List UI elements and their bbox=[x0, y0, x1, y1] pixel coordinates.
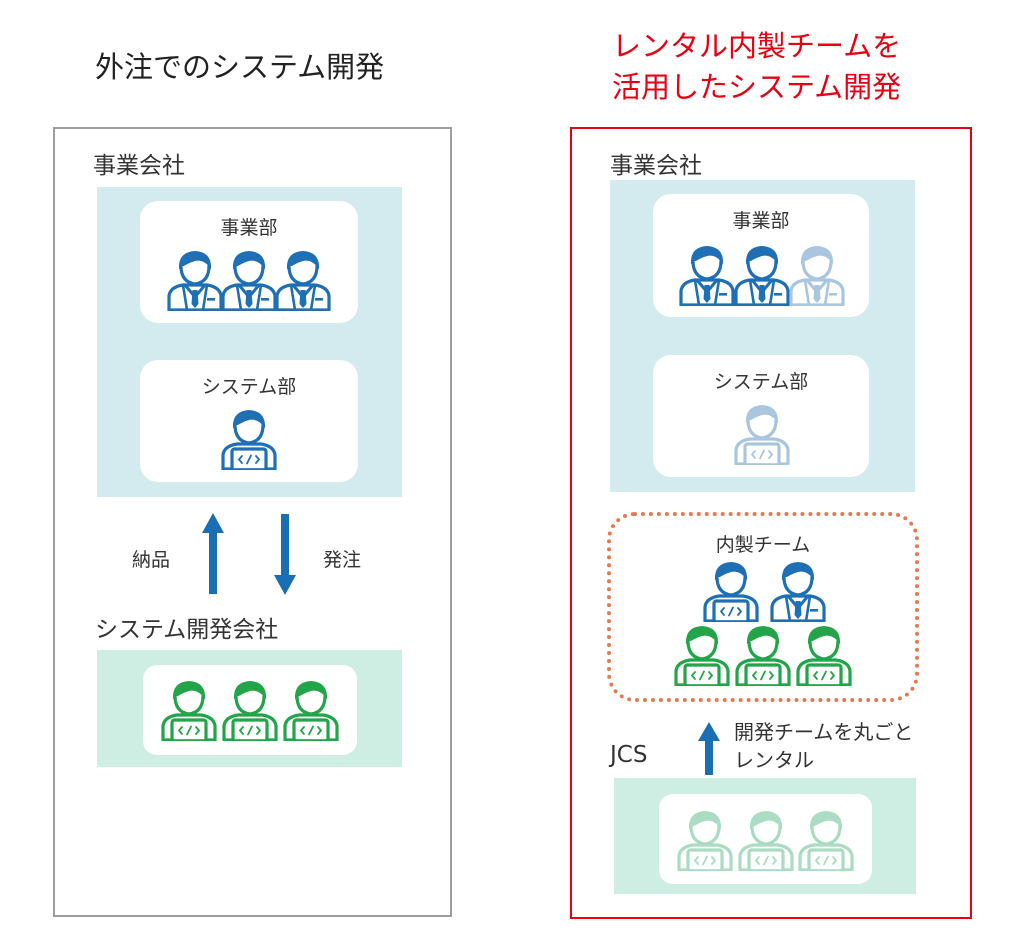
developer-icon bbox=[221, 408, 277, 470]
right-client-company-label: 事業会社 bbox=[610, 153, 702, 179]
developer-icon bbox=[161, 679, 217, 741]
developer-icon bbox=[283, 679, 339, 741]
developer-icon bbox=[222, 679, 278, 741]
developer-faded-icon bbox=[734, 403, 790, 465]
right-business-dept-card: 事業部 bbox=[653, 194, 869, 317]
right-client-company-panel: 事業部 システム部 bbox=[610, 180, 915, 492]
developer-icon bbox=[735, 624, 791, 686]
inhouse-team-label: 内製チーム bbox=[715, 534, 811, 556]
jcs-panel bbox=[614, 778, 916, 894]
right-title-line2: 活用したシステム開発 bbox=[612, 70, 902, 104]
businessman-icon bbox=[734, 244, 790, 306]
left-business-dept-card: 事業部 bbox=[140, 201, 358, 323]
left-vendor-company-label: システム開発会社 bbox=[95, 617, 279, 643]
developer-faded-icon bbox=[738, 809, 794, 871]
left-title: 外注でのシステム開発 bbox=[95, 50, 385, 84]
developer-faded-icon bbox=[677, 809, 733, 871]
delivery-label: 納品 bbox=[132, 549, 171, 571]
rental-label-line2: レンタル bbox=[734, 748, 814, 772]
left-client-company-label: 事業会社 bbox=[93, 153, 185, 179]
left-vendor-team-card bbox=[143, 665, 357, 755]
left-business-dept-label: 事業部 bbox=[220, 217, 278, 239]
rental-arrow-up-icon bbox=[698, 722, 720, 775]
developer-icon bbox=[703, 560, 759, 622]
right-title: レンタル内製チームを 活用したシステム開発 bbox=[612, 26, 901, 108]
businessman-icon bbox=[770, 560, 826, 622]
businessman-icon bbox=[275, 249, 331, 311]
left-system-dept-card: システム部 bbox=[140, 360, 358, 482]
right-frame bbox=[570, 127, 972, 919]
left-vendor-company-panel bbox=[97, 650, 402, 767]
right-system-dept-label: システム部 bbox=[713, 371, 809, 393]
delivery-arrow-up-icon bbox=[202, 513, 224, 594]
left-system-dept-label: システム部 bbox=[201, 376, 297, 398]
right-title-line1: レンタル内製チームを bbox=[612, 29, 902, 63]
jcs-label: JCS bbox=[610, 742, 648, 768]
developer-faded-icon bbox=[798, 809, 854, 871]
right-system-dept-card: システム部 bbox=[653, 355, 869, 477]
developer-icon bbox=[674, 624, 730, 686]
order-arrow-down-icon bbox=[274, 514, 296, 595]
inhouse-team-box: 内製チーム bbox=[607, 512, 919, 702]
businessman-faded-icon bbox=[789, 244, 845, 306]
left-frame bbox=[53, 127, 452, 917]
businessman-icon bbox=[679, 244, 735, 306]
rental-label: 開発チームを丸ごと レンタル bbox=[734, 718, 913, 774]
left-client-company-panel: 事業部 システム部 bbox=[97, 187, 402, 497]
jcs-team-card bbox=[659, 794, 872, 884]
businessman-icon bbox=[221, 249, 277, 311]
rental-label-line1: 開発チームを丸ごと bbox=[734, 720, 914, 744]
right-business-dept-label: 事業部 bbox=[732, 210, 790, 232]
businessman-icon bbox=[167, 249, 223, 311]
order-label: 発注 bbox=[323, 549, 362, 571]
developer-icon bbox=[796, 624, 852, 686]
